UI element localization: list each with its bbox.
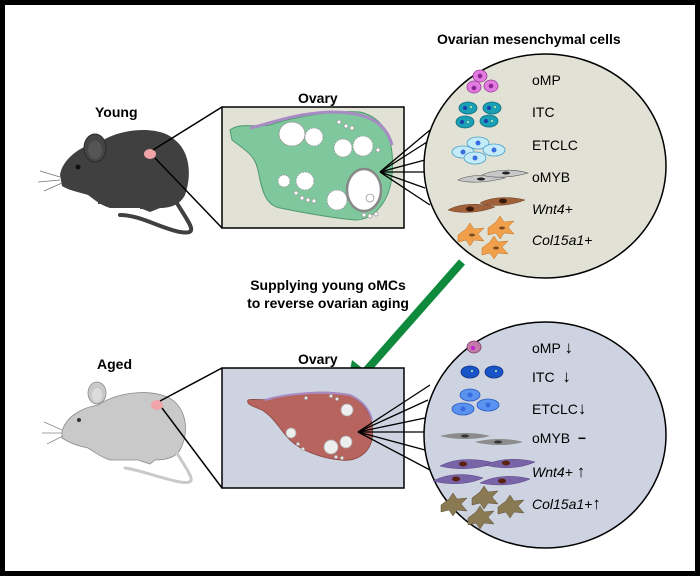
omc-title: Ovarian mesenchymal cells	[437, 31, 621, 47]
young-ovary-spot-icon	[144, 149, 156, 159]
aged-omp-cells-icon	[466, 340, 482, 354]
aged-mouse-icon	[42, 381, 193, 485]
arrow-up-icon: ↑	[576, 462, 586, 481]
young-cell-label-omp: oMP	[532, 72, 561, 88]
intervention-line-1: Supplying young oMCs	[250, 277, 406, 293]
aged-ovary-label: Ovary	[298, 351, 338, 367]
young-follicles	[277, 119, 383, 219]
young-fan-lines	[379, 129, 431, 206]
arrow-down-icon: ↓	[562, 367, 571, 386]
dash-unchanged-icon: −	[577, 430, 587, 446]
young-mouse-icon	[37, 130, 194, 235]
aged-fan-lines	[357, 384, 431, 471]
aged-cell-name-itc: ITC	[532, 369, 555, 385]
young-wnt4-cells-icon	[447, 197, 526, 213]
young-etclc-cells-icon	[451, 136, 506, 165]
aged-cell-name-etclc: ETCLC	[532, 401, 578, 417]
aged-itc-cells-icon	[460, 365, 504, 379]
aged-cell-label-omyb: oMYB −	[532, 430, 586, 446]
young-omyb-cells-icon	[457, 169, 530, 183]
aged-cell-label-wnt4: Wnt4+ ↑	[532, 462, 585, 482]
aged-omyb-cells-icon	[440, 433, 523, 445]
arrow-down-icon: ↓	[577, 399, 587, 418]
young-col15a1-cells-icon	[457, 215, 515, 260]
aged-cell-name-omyb: oMYB	[532, 430, 571, 446]
aged-cell-name-omp: oMP	[532, 340, 561, 356]
young-cell-label-omyb: oMYB	[532, 169, 571, 185]
young-itc-cells-icon	[455, 101, 502, 129]
arrow-up-icon: ↑	[592, 494, 601, 513]
aged-cell-name-col15a1: Col15a1+	[532, 496, 593, 512]
aged-wnt4-cells-icon	[432, 459, 536, 486]
young-omp-cells-icon	[466, 69, 499, 94]
aged-cell-name-wnt4: Wnt4+	[532, 464, 573, 480]
intervention-line-2: to reverse ovarian aging	[247, 295, 409, 311]
aged-etclc-cells-icon	[451, 388, 500, 416]
aged-col15a1-cells-icon	[440, 485, 525, 530]
aged-ovary-spot-icon	[151, 400, 163, 410]
aged-cell-label-etclc: ETCLC↓	[532, 399, 586, 419]
young-label: Young	[95, 104, 138, 120]
young-cell-label-etclc: ETCLC	[532, 137, 578, 153]
aged-follicles	[285, 394, 354, 460]
aged-cell-label-itc: ITC ↓	[532, 367, 571, 387]
young-cell-label-wnt4: Wnt4+	[532, 201, 573, 217]
aged-cell-label-col15a1: Col15a1+↑	[532, 494, 601, 514]
intervention-text: Supplying young oMCs to reverse ovarian …	[228, 276, 428, 312]
young-cell-label-col15a1: Col15a1+	[532, 232, 593, 248]
young-cell-label-itc: ITC	[532, 104, 555, 120]
aged-label: Aged	[97, 356, 132, 372]
young-ovary-label: Ovary	[298, 90, 338, 106]
aged-cell-label-omp: oMP ↓	[532, 338, 573, 358]
arrow-down-icon: ↓	[564, 338, 573, 357]
